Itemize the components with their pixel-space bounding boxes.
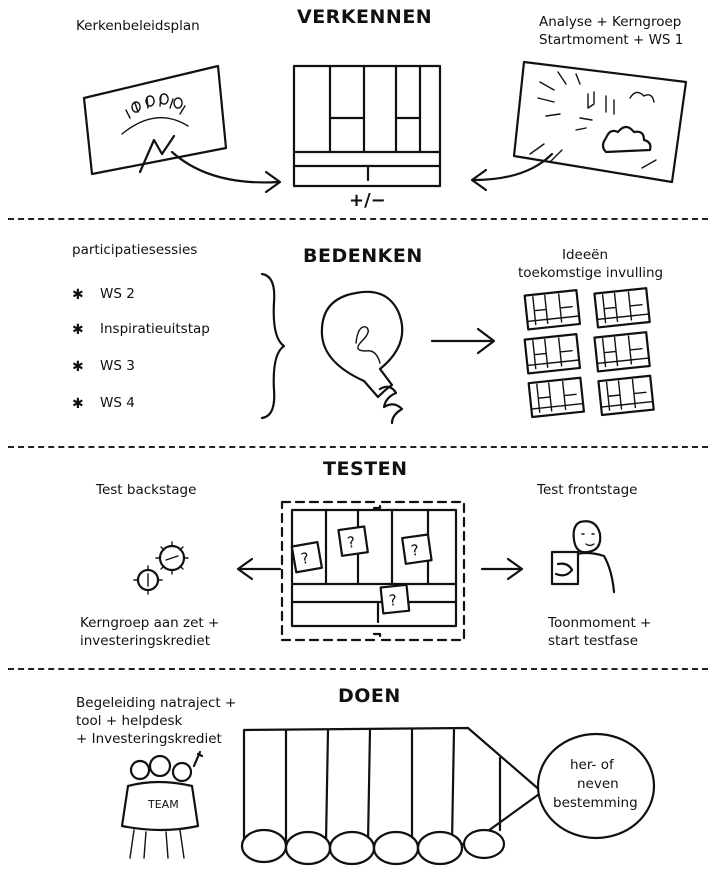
svg-text:?: ? [346, 533, 356, 552]
verkennen-right-label-1: Analyse + Kerngroep [539, 14, 682, 30]
bullet-icon: ✱ [72, 396, 84, 412]
ideas-label-1: Ideeën [562, 247, 609, 263]
list-item-ws4: WS 4 [100, 395, 135, 411]
toonmoment-label-2: start testfase [548, 633, 639, 649]
list-item-ws2: WS 2 [100, 286, 135, 302]
arrow-to-backstage [236, 557, 282, 581]
bullet-icon: ✱ [72, 322, 84, 338]
gears-icon [133, 541, 189, 595]
canvas-grid [292, 64, 442, 188]
bullet-icon: ✱ [72, 287, 84, 303]
test-frontstage-label: Test frontstage [537, 482, 638, 498]
doen-left-label-2: tool + helpdesk [76, 713, 183, 729]
svg-text:?: ? [388, 591, 398, 610]
verkennen-title: VERKENNEN [297, 6, 433, 28]
team-illustration: TEAM [120, 750, 204, 859]
arrow-to-ideas [430, 327, 496, 355]
plus-minus-label: +/− [349, 190, 386, 211]
test-backstage-label: Test backstage [96, 482, 197, 498]
destination-label-3: bestemming [553, 795, 638, 811]
bedenken-title: BEDENKEN [303, 245, 423, 267]
kerngroep-label-1: Kerngroep aan zet + [80, 615, 220, 631]
svg-text:TEAM: TEAM [147, 798, 179, 811]
verkennen-right-label-2: Startmoment + WS 1 [539, 32, 684, 48]
ideas-label-2: toekomstige invulling [518, 265, 664, 281]
list-item-ws3: WS 3 [100, 358, 135, 374]
destination-label-2: neven [577, 776, 619, 792]
test-canvas-grid: ? ? ? ? [280, 500, 466, 642]
church-plan-sketch [82, 64, 228, 176]
idea-plans-grid [523, 287, 655, 419]
separator-3 [8, 668, 708, 670]
destination-label-1: her- of [570, 757, 614, 773]
doen-left-label-1: Begeleiding natraject + [76, 695, 237, 711]
testen-title: TESTEN [323, 458, 408, 480]
presenter-figure [550, 520, 616, 594]
kerngroep-label-2: investeringskrediet [80, 633, 210, 649]
roadmap-arrow [240, 726, 544, 866]
analysis-sketch [512, 60, 688, 184]
arrow-to-frontstage [480, 557, 524, 581]
doen-left-label-3: + Investeringskrediet [76, 731, 222, 747]
bedenken-left-label: participatiesessies [72, 242, 198, 258]
svg-text:?: ? [410, 541, 420, 560]
curly-brace-icon [260, 272, 286, 420]
list-item-inspiratieuitstap: Inspiratieuitstap [100, 321, 210, 337]
separator-1 [8, 218, 708, 220]
separator-2 [8, 446, 708, 448]
destination-circle [536, 732, 656, 840]
lightbulb-icon [320, 290, 404, 425]
arrow-left-to-center [170, 150, 282, 194]
verkennen-left-label: Kerkenbeleidsplan [76, 18, 200, 34]
toonmoment-label-1: Toonmoment + [548, 615, 652, 631]
bullet-icon: ✱ [72, 359, 84, 375]
svg-text:?: ? [300, 549, 311, 568]
arrow-right-to-center [470, 152, 554, 192]
doen-title: DOEN [338, 685, 401, 707]
